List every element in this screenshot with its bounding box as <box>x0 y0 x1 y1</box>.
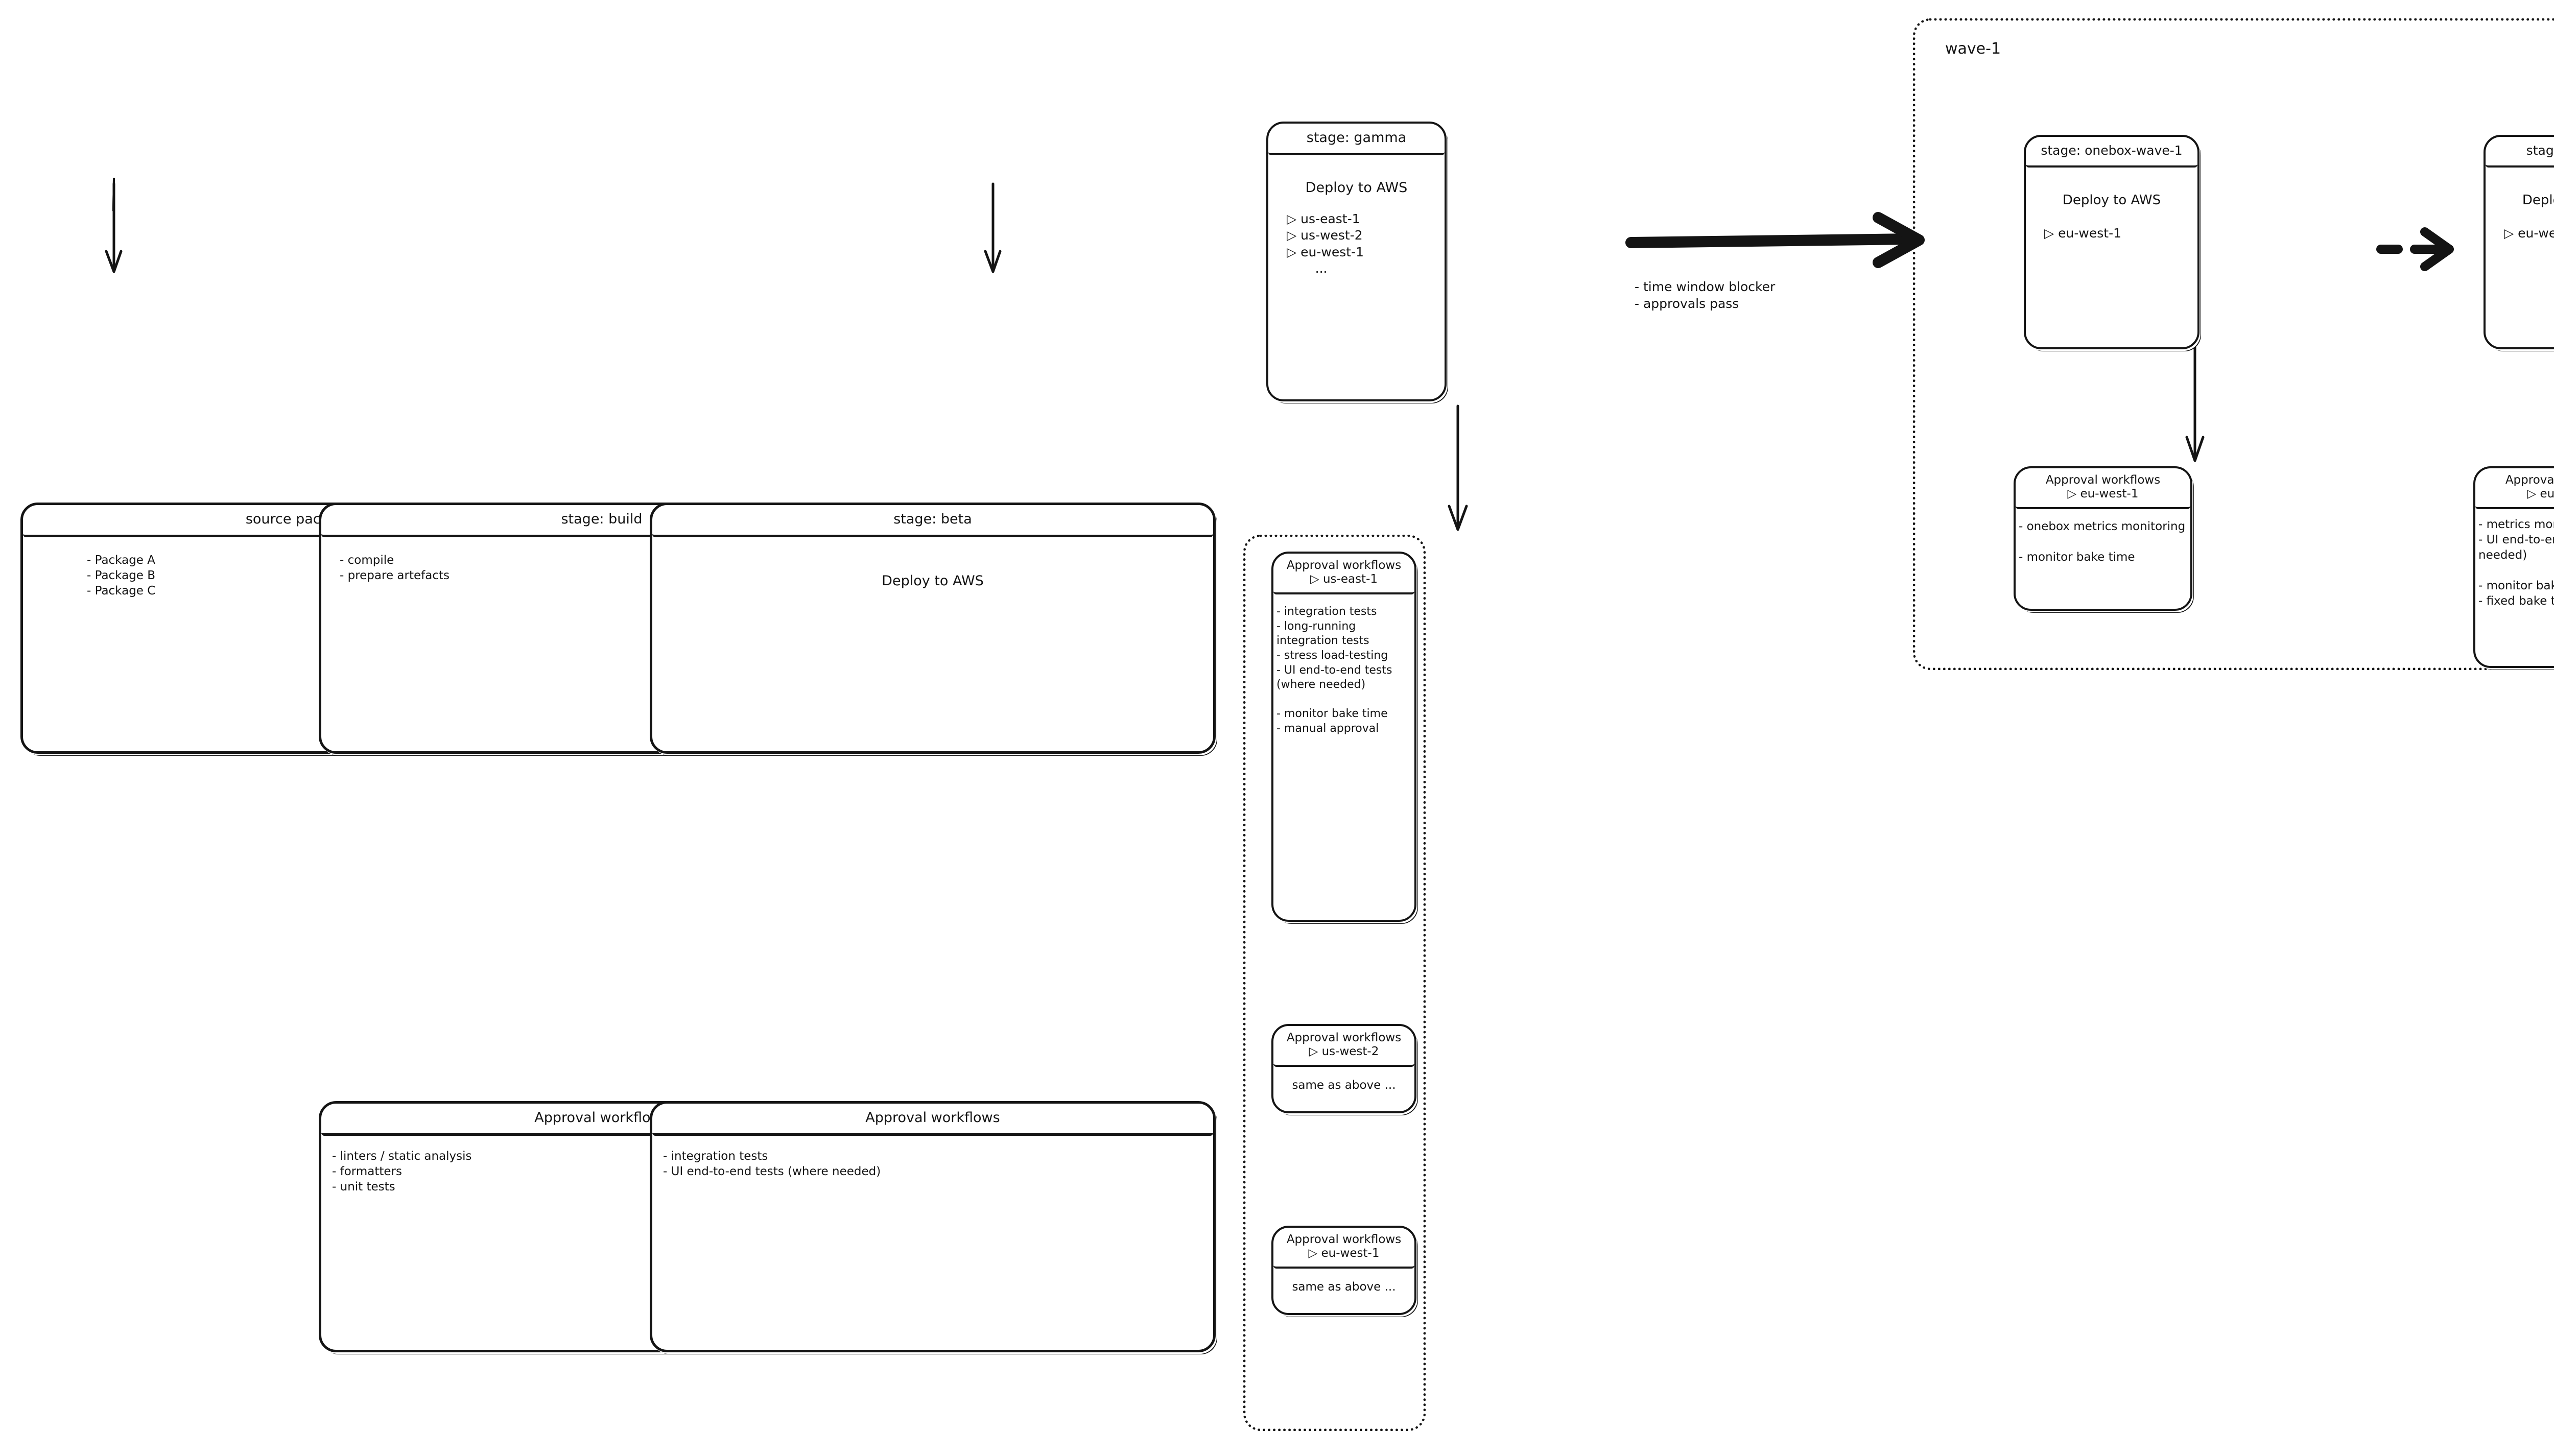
card-approval-beta-items: - integration tests - UI end-to-end test… <box>663 1149 881 1178</box>
group-wave-1 <box>1913 18 2554 670</box>
card-stage-build-items: - compile - prepare artefacts <box>340 553 450 582</box>
card-approval-gamma-us-west-2-title: Approval workflows ▷ us-west-2 <box>1273 1026 1414 1067</box>
card-stage-gamma-deploy: Deploy to AWS <box>1305 179 1408 196</box>
group-wave-1-label: wave-1 <box>1945 40 2001 58</box>
card-approval-gamma-us-west-2-items: same as above ... <box>1292 1079 1396 1092</box>
card-stage-onebox-wave-1-regions: ▷ eu-west-1 <box>2044 226 2122 241</box>
card-stage-beta: stage: beta Deploy to AWS <box>650 503 1216 754</box>
arrow-stage-beta-to-approval-beta <box>984 182 1002 273</box>
card-stage-beta-body: Deploy to AWS <box>882 572 984 589</box>
card-stage-onebox-wave-1-title: stage: onebox-wave-1 <box>2026 137 2197 168</box>
card-approval-wave-1-items: - metrics monitoring - UI end-to-end tes… <box>2478 518 2554 608</box>
group-gamma-approvals <box>1243 535 1426 1431</box>
card-source-packages-items: - Package A - Package B - Package C <box>87 553 156 598</box>
arrow-stage-build-to-approval-build <box>105 182 123 273</box>
card-approval-beta: Approval workflows - integration tests -… <box>650 1101 1216 1352</box>
card-approval-build-items: - linters / static analysis - formatters… <box>332 1149 472 1194</box>
card-approval-wave-1: Approval workflows ▷ eu-west-1 - metrics… <box>2473 466 2554 668</box>
card-approval-gamma-us-east-1: Approval workflows ▷ us-east-1 - integra… <box>1271 552 1416 922</box>
arrow-gamma-to-wave1 <box>1625 212 1925 268</box>
card-stage-wave-1-deploy: Deploy to AWS <box>2522 192 2554 208</box>
card-stage-build-title: stage: build <box>321 505 882 537</box>
card-stage-gamma-title: stage: gamma <box>1268 124 1445 155</box>
card-approval-onebox-wave-1: Approval workflows ▷ eu-west-1 - onebox … <box>2014 466 2192 611</box>
card-approval-beta-title: Approval workflows <box>652 1104 1213 1136</box>
card-stage-onebox-wave-1: stage: onebox-wave-1 Deploy to AWS ▷ eu-… <box>2024 135 2200 349</box>
card-stage-gamma: stage: gamma Deploy to AWS ▷ us-east-1 ▷… <box>1266 122 1447 401</box>
card-stage-wave-1-title: stage: wave-1 <box>2486 137 2554 168</box>
card-approval-wave-1-title: Approval workflows ▷ eu-west-1 <box>2475 468 2554 510</box>
card-stage-gamma-regions: ▷ us-east-1 ▷ us-west-2 ▷ eu-west-1 ... <box>1287 211 1364 276</box>
card-stage-onebox-wave-1-deploy: Deploy to AWS <box>2062 192 2161 208</box>
arrow-stage-gamma-to-approvals <box>1448 404 1468 531</box>
card-approval-gamma-us-east-1-items: - integration tests - long-running integ… <box>1276 605 1392 735</box>
edge-label-gamma-to-wave1: - time window blocker - approvals pass <box>1635 279 1776 311</box>
card-approval-gamma-eu-west-1: Approval workflows ▷ eu-west-1 same as a… <box>1271 1226 1416 1315</box>
card-approval-gamma-us-west-2: Approval workflows ▷ us-west-2 same as a… <box>1271 1024 1416 1113</box>
card-approval-gamma-us-east-1-title: Approval workflows ▷ us-east-1 <box>1273 554 1414 595</box>
arrow-onebox-wave1-to-approval <box>2185 346 2205 462</box>
card-approval-onebox-wave-1-items: - onebox metrics monitoring - monitor ba… <box>2019 520 2186 564</box>
card-stage-wave-1: stage: wave-1 Deploy to AWS ▷ eu-west-1 <box>2484 135 2554 349</box>
card-approval-gamma-eu-west-1-items: same as above ... <box>1292 1280 1396 1294</box>
card-approval-gamma-eu-west-1-title: Approval workflows ▷ eu-west-1 <box>1273 1228 1414 1269</box>
card-approval-onebox-wave-1-title: Approval workflows ▷ eu-west-1 <box>2016 468 2190 510</box>
card-stage-beta-title: stage: beta <box>652 505 1213 537</box>
card-stage-wave-1-regions: ▷ eu-west-1 <box>2504 226 2554 241</box>
arrow-onebox-wave1-to-wave1 <box>2376 227 2454 271</box>
